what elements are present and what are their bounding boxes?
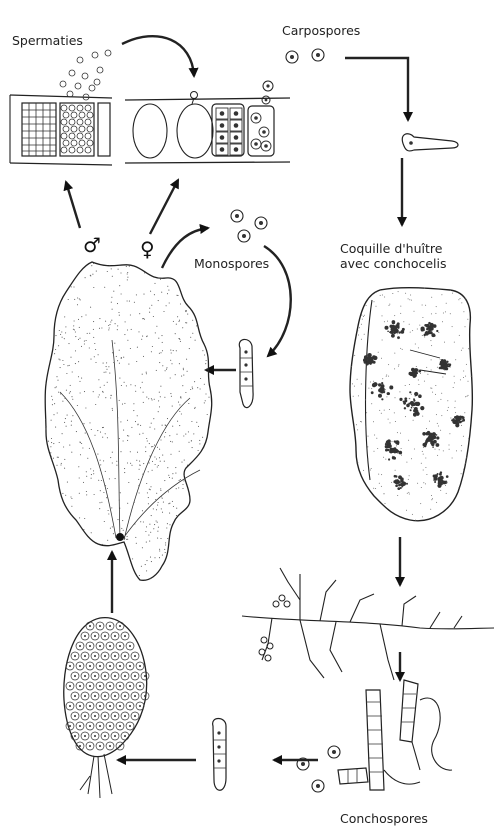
female-symbol: ♀: [140, 237, 155, 261]
carpospore-packet-cells: [216, 108, 242, 155]
young-thallus: [64, 618, 149, 798]
conchocelis-filaments: [242, 568, 494, 680]
monospores-free: [231, 210, 267, 242]
conchosporangia: [338, 680, 452, 790]
label-conchospores: Conchospores: [340, 811, 428, 826]
spermatia-tissue-illustration: [10, 50, 112, 165]
spermatia-cells: [61, 105, 93, 153]
carpospores-free: [286, 49, 324, 63]
oyster-shell-with-conchocelis: [350, 288, 472, 521]
life-cycle-arrows: [66, 36, 408, 760]
adult-thallus: [45, 262, 212, 580]
arrow-carpospores-down: [345, 58, 408, 120]
thallus-stipple: [45, 263, 209, 579]
label-spermaties: Spermaties: [12, 33, 83, 48]
carpospore-releasing-cells: [251, 113, 271, 151]
male-symbol: ♂: [83, 233, 101, 257]
germinating-carpospore: [402, 134, 458, 151]
label-monospores: Monospores: [194, 256, 269, 271]
conchocelis-sporangia: [259, 595, 290, 661]
carpospore-tissue-illustration: [125, 81, 290, 163]
germinating-monospore: [239, 339, 253, 407]
label-coquille-line2: avec conchocelis: [340, 256, 447, 271]
germinating-conchospore: [213, 719, 226, 791]
arrow-spermatia-to-carpogonium: [122, 36, 194, 76]
conchospores-free: [297, 746, 340, 792]
label-carpospores: Carpospores: [282, 23, 360, 38]
arrow-male-to-spermatia: [66, 182, 80, 228]
label-coquille-line1: Coquille d'huître: [340, 241, 443, 256]
arrow-female-to-carpogonium: [150, 180, 178, 234]
holdfast: [116, 533, 124, 541]
